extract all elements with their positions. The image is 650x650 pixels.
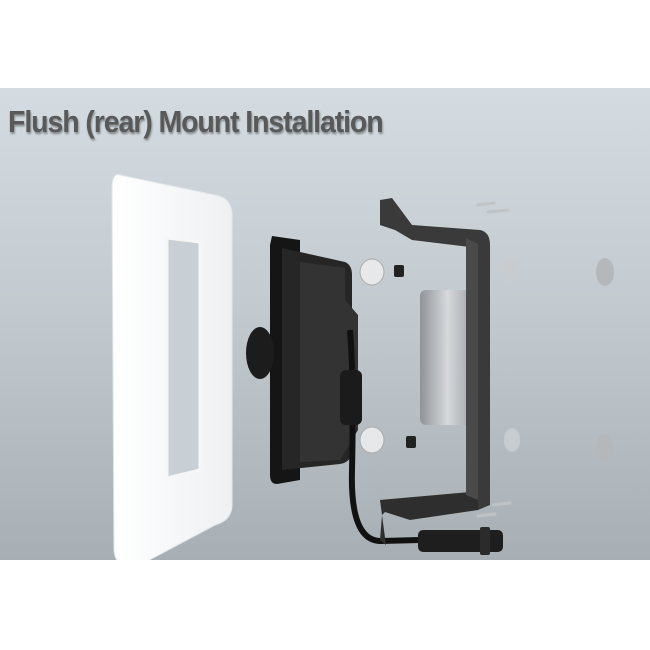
screws [476, 201, 512, 518]
display-unit [246, 236, 358, 484]
exploded-view-diagram [111, 174, 614, 560]
spacers [359, 258, 385, 454]
wall-plate [111, 174, 233, 560]
cable-connector [340, 329, 503, 555]
page-title: Flush (rear) Mount Installation [8, 104, 384, 139]
bracket [380, 198, 490, 545]
nuts [394, 265, 416, 448]
wing-bolts [502, 258, 614, 462]
